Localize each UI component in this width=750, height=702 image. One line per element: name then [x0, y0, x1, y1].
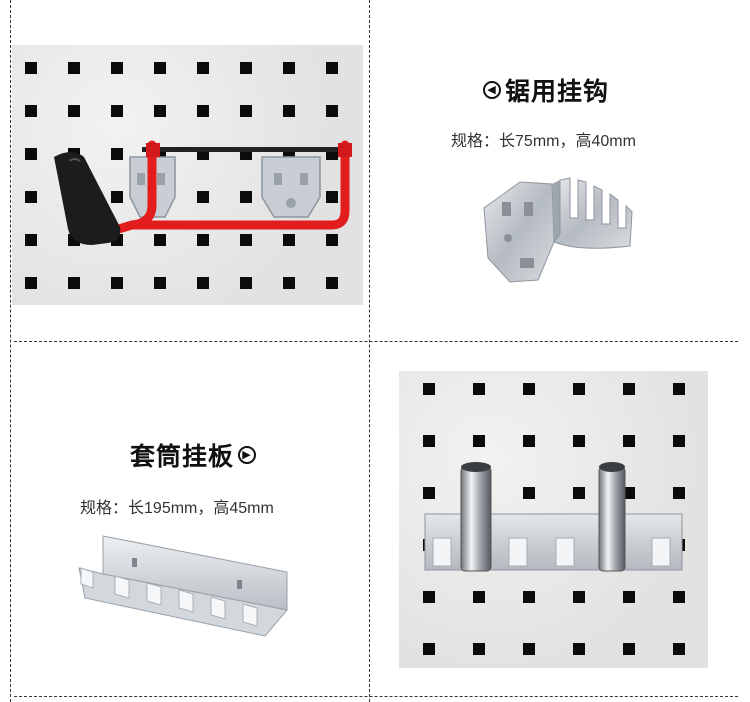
product-spec-socket-rail: 规格：长195mm，高45mm: [80, 494, 274, 518]
pegboard-hole: [240, 234, 252, 246]
pegboard-hole: [154, 62, 166, 74]
pegboard-hole: [154, 105, 166, 117]
product-title-saw-hook: ◀ 锯用挂钩: [483, 72, 609, 108]
pegboard-hole: [111, 191, 123, 203]
pegboard-hole: [573, 435, 585, 447]
pegboard-hole: [240, 62, 252, 74]
pegboard-hole: [423, 487, 435, 499]
product-spec-saw-hook: 规格：长75mm，高40mm: [451, 127, 636, 151]
pegboard-hole: [197, 62, 209, 74]
pegboard-hole: [283, 234, 295, 246]
pegboard-hole: [573, 591, 585, 603]
spec-value: 长195mm，高45mm: [128, 500, 274, 517]
pegboard-hole: [473, 435, 485, 447]
pegboard-hole: [197, 277, 209, 289]
saw-hook-title-text: 锯用挂钩: [505, 78, 610, 106]
pegboard-hole: [623, 643, 635, 655]
saw-hook-with-saw-image: [54, 140, 352, 245]
pegboard-hole: [326, 105, 338, 117]
pegboard-hole: [473, 383, 485, 395]
pegboard-hole: [25, 277, 37, 289]
pegboard-hole: [68, 62, 80, 74]
socket-rail-title-text: 套筒挂板: [130, 443, 235, 471]
pegboard-hole: [673, 487, 685, 499]
pegboard-hole: [154, 277, 166, 289]
pegboard-hole: [25, 148, 37, 160]
pegboard-hole: [197, 105, 209, 117]
pegboard-hole: [25, 191, 37, 203]
pegboard-hole: [111, 105, 123, 117]
pegboard-hole: [326, 234, 338, 246]
pegboard-hole: [240, 105, 252, 117]
pegboard-hole: [68, 277, 80, 289]
socket-rail-with-sockets-image: [424, 462, 683, 572]
arrow-left-circle-icon: ◀: [483, 81, 501, 99]
pegboard-hole: [240, 277, 252, 289]
pegboard-hole: [473, 591, 485, 603]
pegboard-hole: [473, 643, 485, 655]
pegboard-hole: [623, 487, 635, 499]
pegboard-hole: [240, 191, 252, 203]
pegboard-hole: [111, 148, 123, 160]
pegboard-hole: [423, 643, 435, 655]
socket-rail-product-image: [78, 535, 288, 637]
pegboard-hole: [283, 105, 295, 117]
spec-label: 规格：: [80, 500, 129, 517]
divider-middle: [14, 341, 738, 342]
pegboard-hole: [573, 643, 585, 655]
product-title-socket-rail: 套筒挂板 ▶: [130, 437, 257, 473]
pegboard-hole: [423, 435, 435, 447]
divider-center: [369, 0, 370, 702]
pegboard-hole: [25, 105, 37, 117]
pegboard-hole: [68, 105, 80, 117]
pegboard-hole: [523, 383, 535, 395]
pegboard-hole: [326, 191, 338, 203]
pegboard-hole: [673, 643, 685, 655]
pegboard-hole: [197, 234, 209, 246]
pegboard-hole: [623, 383, 635, 395]
pegboard-hole: [197, 191, 209, 203]
pegboard-hole: [283, 277, 295, 289]
pegboard-hole: [326, 62, 338, 74]
pegboard-hole: [111, 62, 123, 74]
spec-label: 规格：: [451, 133, 500, 150]
pegboard-hole: [523, 643, 535, 655]
pegboard-hole: [25, 62, 37, 74]
divider-left: [10, 0, 11, 702]
pegboard-hole: [423, 591, 435, 603]
pegboard-hole: [673, 591, 685, 603]
pegboard-hole: [673, 435, 685, 447]
pegboard-hole: [111, 277, 123, 289]
spec-value: 长75mm，高40mm: [499, 133, 636, 150]
pegboard-hole: [673, 383, 685, 395]
pegboard-hole: [283, 62, 295, 74]
pegboard-hole: [523, 487, 535, 499]
arrow-right-circle-icon: ▶: [238, 446, 257, 464]
pegboard-hole: [154, 234, 166, 246]
saw-hook-product-image: [483, 177, 633, 283]
pegboard-hole: [523, 435, 535, 447]
pegboard-hole: [623, 591, 635, 603]
pegboard-hole: [573, 383, 585, 395]
pegboard-hole: [573, 487, 585, 499]
pegboard-hole: [623, 435, 635, 447]
pegboard-hole: [326, 277, 338, 289]
pegboard-hole: [523, 591, 535, 603]
divider-bottom: [14, 696, 738, 697]
pegboard-hole: [25, 234, 37, 246]
pegboard-hole: [423, 383, 435, 395]
